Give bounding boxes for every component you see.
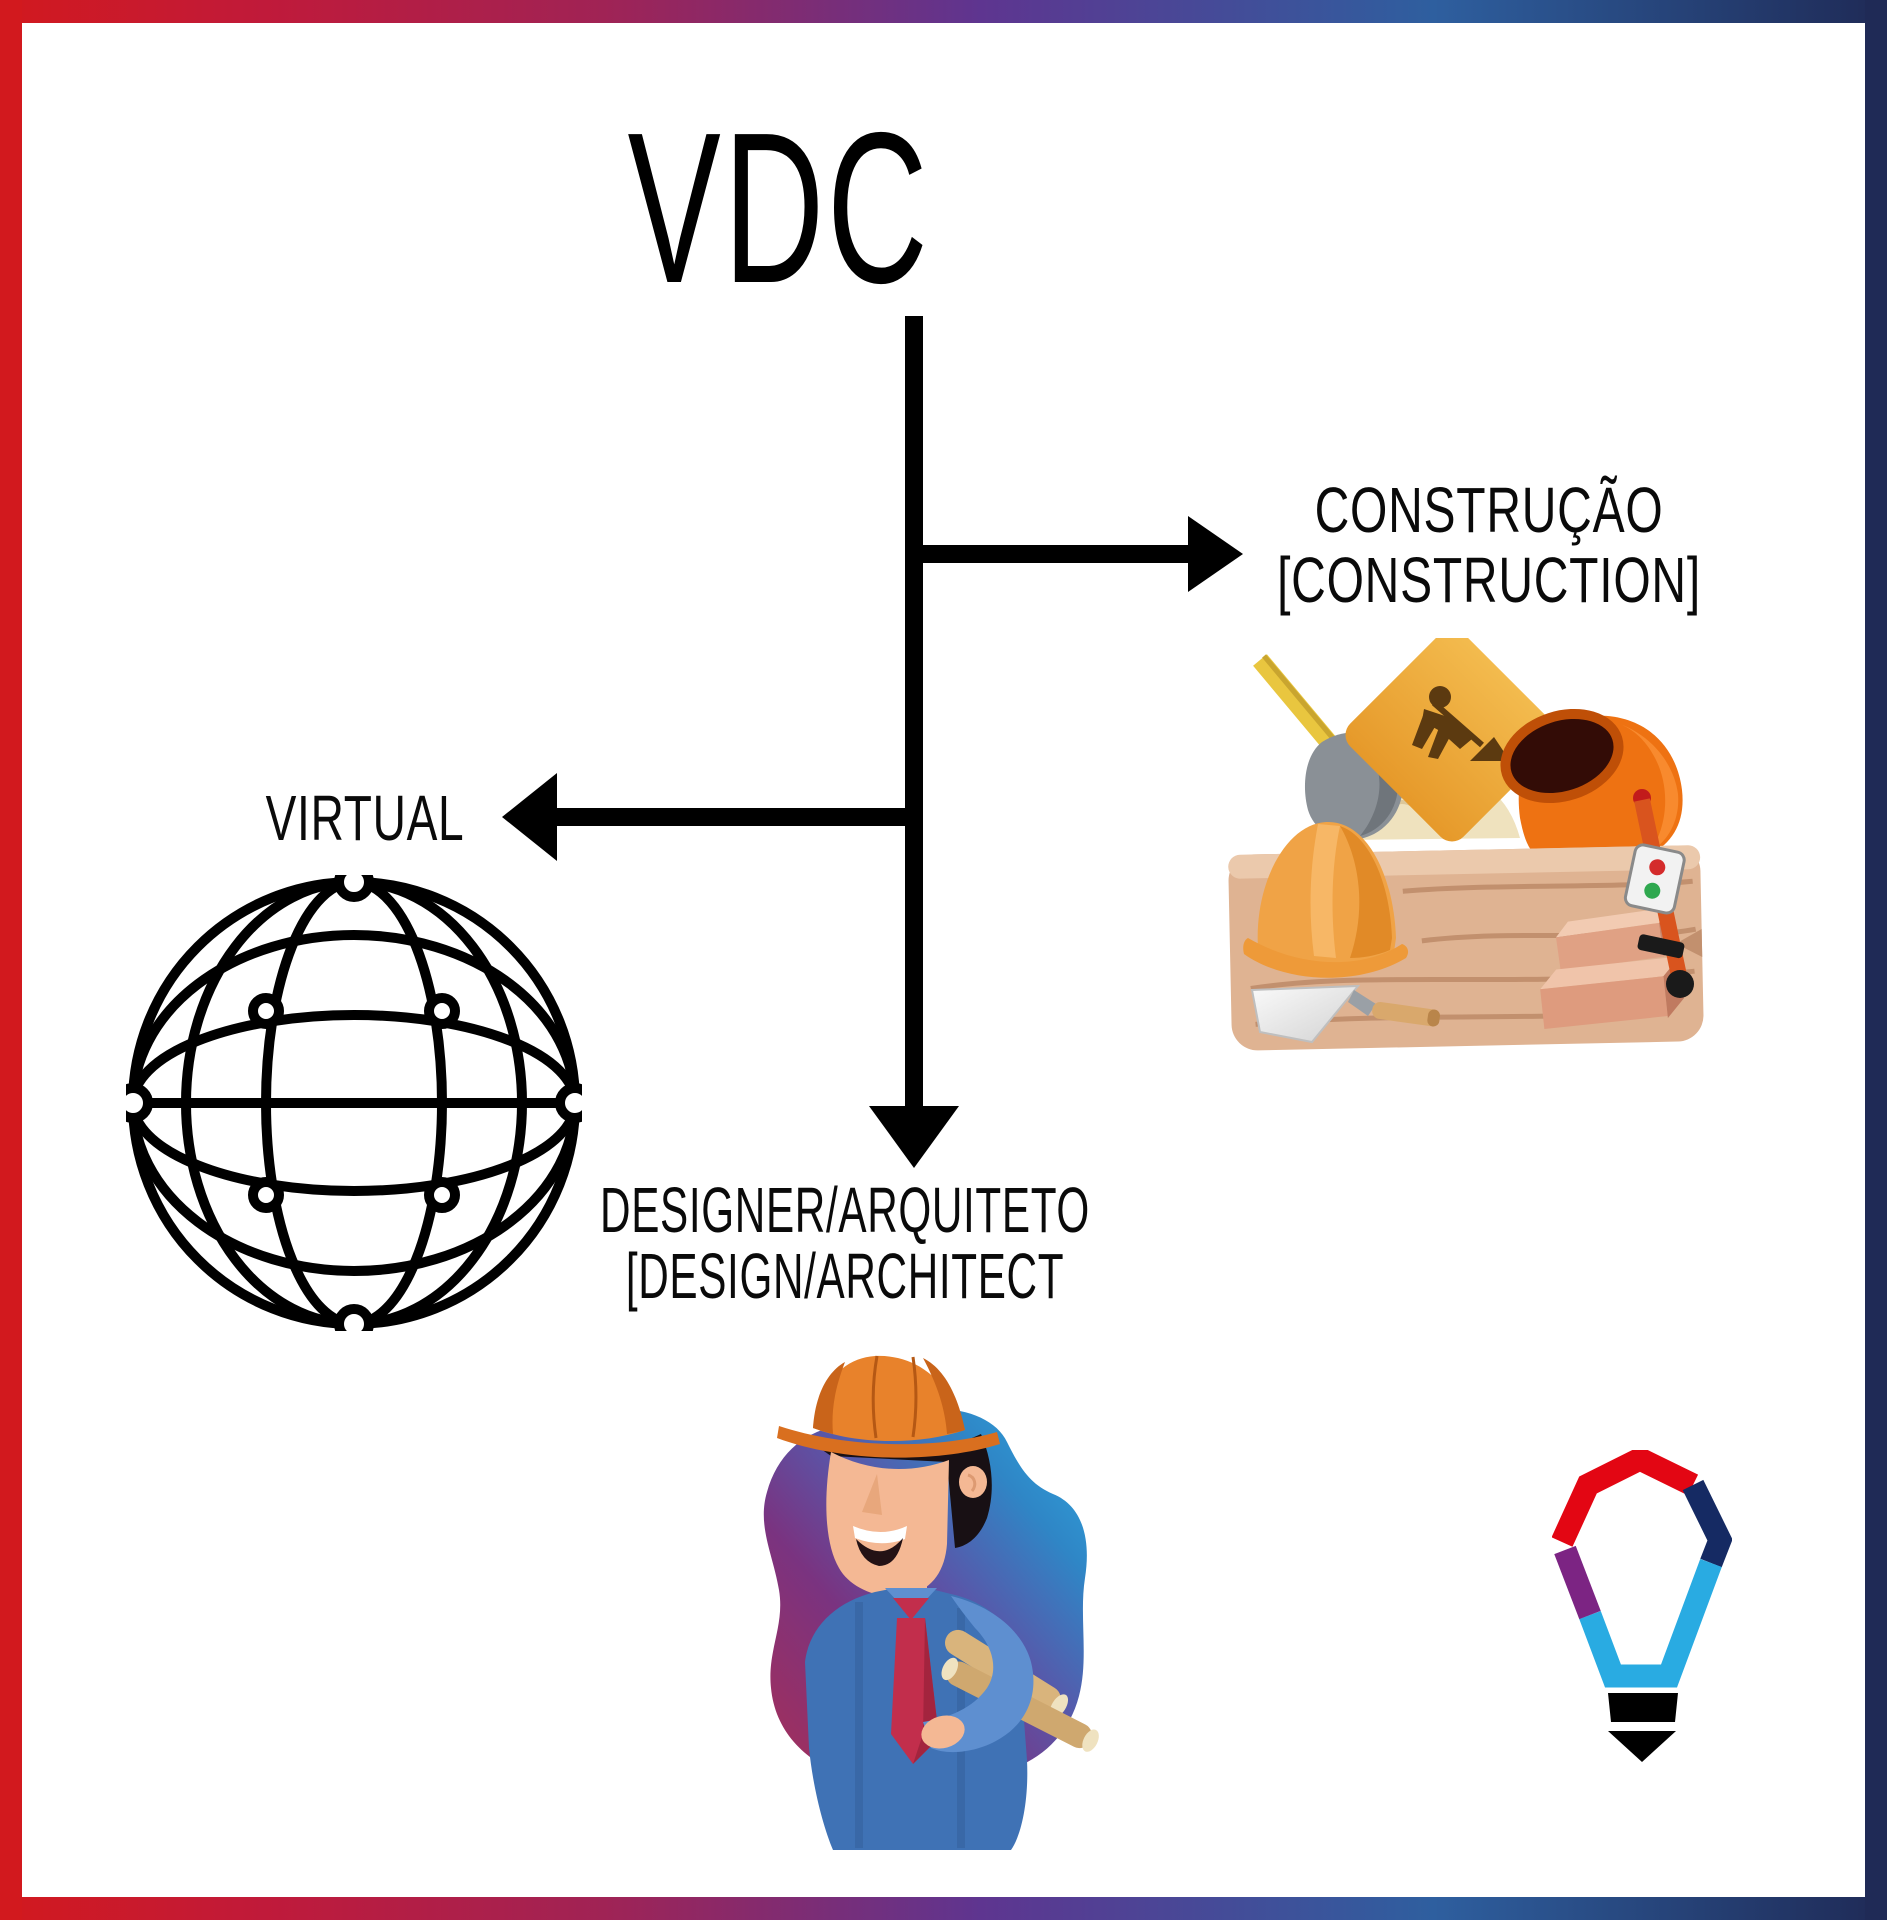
label-construction: CONSTRUÇÃO [CONSTRUCTION]	[1277, 475, 1701, 615]
globe-node	[555, 1083, 582, 1123]
face	[826, 1452, 949, 1597]
nose	[862, 1474, 882, 1515]
logo-segment-blue	[1579, 1558, 1722, 1688]
label-designer-en: [DESIGN/ARCHITECT	[625, 1240, 1065, 1312]
left-branch-line	[557, 808, 914, 826]
label-designer-pt: DESIGNER/ARQUITETO	[600, 1174, 1090, 1246]
trowel-icon	[1250, 984, 1441, 1044]
label-virtual-text: VIRTUAL	[265, 782, 465, 854]
construction-tools-illustration	[1228, 638, 1704, 1051]
wireframe-globe-icon	[126, 875, 582, 1331]
logo-segment-red	[1552, 1450, 1699, 1547]
frame-border-top	[0, 0, 1887, 23]
ear	[959, 1466, 987, 1498]
roadworks-sign-icon	[1345, 638, 1559, 842]
level-tool-icon	[1623, 789, 1694, 998]
globe-node	[248, 993, 284, 1029]
frame-border-left	[0, 0, 22, 1920]
architect-character-illustration	[763, 1355, 1099, 1850]
globe-node	[424, 1177, 460, 1213]
frame-border-bottom	[0, 1897, 1887, 1920]
globe-node	[248, 1177, 284, 1213]
lightbulb-pencil-logo	[1552, 1450, 1732, 1762]
globe-node	[126, 1083, 153, 1123]
page-title: VDC	[627, 87, 931, 328]
label-construction-pt: CONSTRUÇÃO	[1314, 474, 1664, 546]
down-arrow-icon	[869, 1106, 959, 1168]
right-arrow-icon	[1188, 516, 1243, 592]
globe-node	[334, 1304, 374, 1331]
open-mouth	[856, 1538, 903, 1566]
label-designer: DESIGNER/ARQUITETO [DESIGN/ARCHITECT	[600, 1177, 1090, 1309]
label-construction-en: [CONSTRUCTION]	[1277, 544, 1701, 616]
hand	[921, 1715, 965, 1749]
architect-hard-hat	[777, 1355, 1000, 1458]
frame-border-right	[1865, 0, 1887, 1920]
hard-hat-icon	[1243, 821, 1409, 978]
globe-node	[424, 993, 460, 1029]
left-arrow-icon	[502, 773, 557, 861]
logo-segment-navy	[1682, 1479, 1732, 1568]
trunk-line	[905, 316, 923, 1112]
logo-tip	[1608, 1731, 1676, 1762]
logo-base	[1608, 1693, 1678, 1722]
right-branch-line	[914, 545, 1188, 563]
hair	[797, 1432, 992, 1548]
smile-teeth	[853, 1526, 907, 1544]
arm	[923, 1596, 1034, 1753]
globe-node	[334, 875, 374, 902]
label-virtual: VIRTUAL	[266, 783, 465, 853]
logo-segment-purple	[1554, 1545, 1601, 1620]
